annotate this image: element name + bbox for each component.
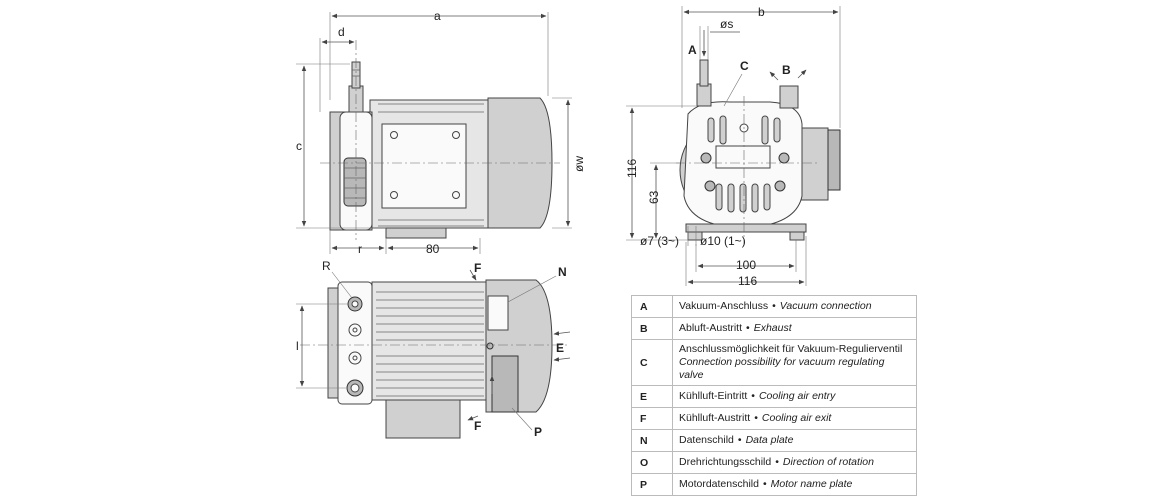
callout-R: R — [322, 259, 353, 299]
legend-en-text: Direction of rotation — [782, 456, 874, 468]
legend-description: Vakuum-Anschluss•Vacuum connection — [672, 295, 917, 318]
legend-key: A — [631, 295, 673, 318]
legend-key: O — [631, 451, 673, 474]
callout-B-label: B — [782, 63, 791, 77]
legend-key: F — [631, 407, 673, 430]
legend-description: Motordatenschild•Motor name plate — [672, 473, 917, 496]
dim-r-label: r — [358, 242, 362, 256]
dim-l-label: l — [296, 339, 299, 353]
legend-key: C — [631, 339, 673, 386]
dimension-r-80: r 80 — [329, 230, 481, 256]
legend-en-text: Connection possibility for vacuum regula… — [679, 356, 885, 381]
dimension-100: 100 — [695, 240, 797, 272]
dim-116-height-label: 116 — [625, 159, 639, 178]
legend-de-text: Datenschild — [679, 434, 734, 446]
legend-de-text: Kühlluft-Eintritt — [679, 390, 748, 402]
dim-b-label: b — [758, 5, 765, 19]
legend-de-text: Kühlluft-Austritt — [679, 412, 751, 424]
dim-ow-label: øw — [572, 156, 586, 172]
legend-description: Drehrichtungsschild•Direction of rotatio… — [672, 451, 917, 474]
legend-de-text: Drehrichtungsschild — [679, 456, 772, 468]
dimension-d: d — [319, 25, 355, 112]
legend-en-text: Vacuum connection — [779, 300, 872, 312]
legend-bullet: • — [746, 322, 750, 334]
callout-E-label: E — [556, 341, 564, 355]
legend-bullet: • — [772, 300, 776, 312]
callout-R-label: R — [322, 259, 331, 273]
dimension-l: l — [296, 303, 348, 389]
legend-en-text: Exhaust — [753, 322, 792, 334]
callout-F-top: F — [469, 261, 481, 281]
callout-P-label: P — [534, 425, 542, 439]
dimension-os: øs — [699, 17, 740, 60]
dim-80-label: 80 — [426, 242, 440, 256]
motor-fins — [378, 103, 484, 227]
legend-bullet: • — [737, 434, 742, 446]
dim-116-width-label: 116 — [738, 274, 757, 288]
legend-de-text: Abluft-Austritt — [679, 322, 743, 334]
legend-bullet: • — [751, 390, 755, 402]
legend-en-text: Cooling air exit — [761, 412, 832, 424]
dimension-a: a — [329, 9, 549, 100]
dimension-holes: ø7 (3~) ø10 (1~) — [640, 226, 746, 248]
callout-C-label: C — [740, 59, 749, 73]
dimension-63: 63 — [647, 162, 680, 239]
dimension-116-width: 116 — [685, 236, 807, 288]
legend-key: B — [631, 317, 673, 340]
head-slots — [707, 115, 781, 213]
dim-c-label: c — [296, 139, 302, 153]
legend-bullet: • — [775, 456, 779, 468]
callout-F-top-label: F — [474, 261, 481, 275]
dimension-b: b — [681, 5, 841, 128]
callout-F-bottom: F — [467, 415, 481, 433]
callout-E: E — [553, 331, 571, 362]
legend-de-text: Vakuum-Anschluss — [679, 300, 769, 312]
dim-d-label: d — [338, 25, 345, 39]
legend-row: C Anschlussmöglichkeit für Vakuum-Regulie… — [631, 339, 917, 386]
legend-key: N — [631, 429, 673, 452]
callout-N: N — [507, 265, 567, 303]
legend-en-text: Data plate — [745, 434, 794, 446]
callout-P: P — [511, 407, 542, 439]
dimension-ow: øw — [552, 97, 586, 229]
front-view — [320, 40, 560, 240]
legend-key: E — [631, 385, 673, 408]
callout-F-bottom-label: F — [474, 419, 481, 433]
legend-en-text: Cooling air entry — [758, 390, 836, 402]
dim-100-label: 100 — [736, 258, 756, 272]
side-view — [676, 59, 841, 244]
callout-N-label: N — [558, 265, 567, 279]
legend-bullet: • — [754, 412, 758, 424]
legend-description: Datenschild•Data plate — [672, 429, 917, 452]
dim-hole-7-label: ø7 (3~) — [640, 234, 679, 248]
dimension-116-height: 116 — [625, 105, 696, 241]
legend-description: Abluft-Austritt•Exhaust — [672, 317, 917, 340]
top-motor-fins — [376, 291, 484, 397]
callout-A: A — [688, 30, 707, 57]
legend-de-text: Anschlussmöglichkeit für Vakuum-Regulier… — [679, 343, 903, 355]
dim-a-label: a — [434, 9, 441, 23]
dim-hole-10-label: ø10 (1~) — [700, 234, 746, 248]
callout-B: B — [769, 63, 807, 81]
legend-description: Kühlluft-Austritt•Cooling air exit — [672, 407, 917, 430]
dimension-c: c — [296, 63, 386, 229]
technical-drawing: a d c øw r 80 — [296, 5, 841, 439]
dim-63-label: 63 — [647, 190, 661, 204]
legend-description: Anschlussmöglichkeit für Vakuum-Regulier… — [672, 339, 917, 386]
top-view — [300, 279, 570, 439]
callout-C: C — [723, 59, 749, 107]
legend-description: Kühlluft-Eintritt•Cooling air entry — [672, 385, 917, 408]
callout-A-label: A — [688, 43, 697, 57]
legend-key: P — [631, 473, 673, 496]
dim-os-label: øs — [720, 17, 733, 31]
